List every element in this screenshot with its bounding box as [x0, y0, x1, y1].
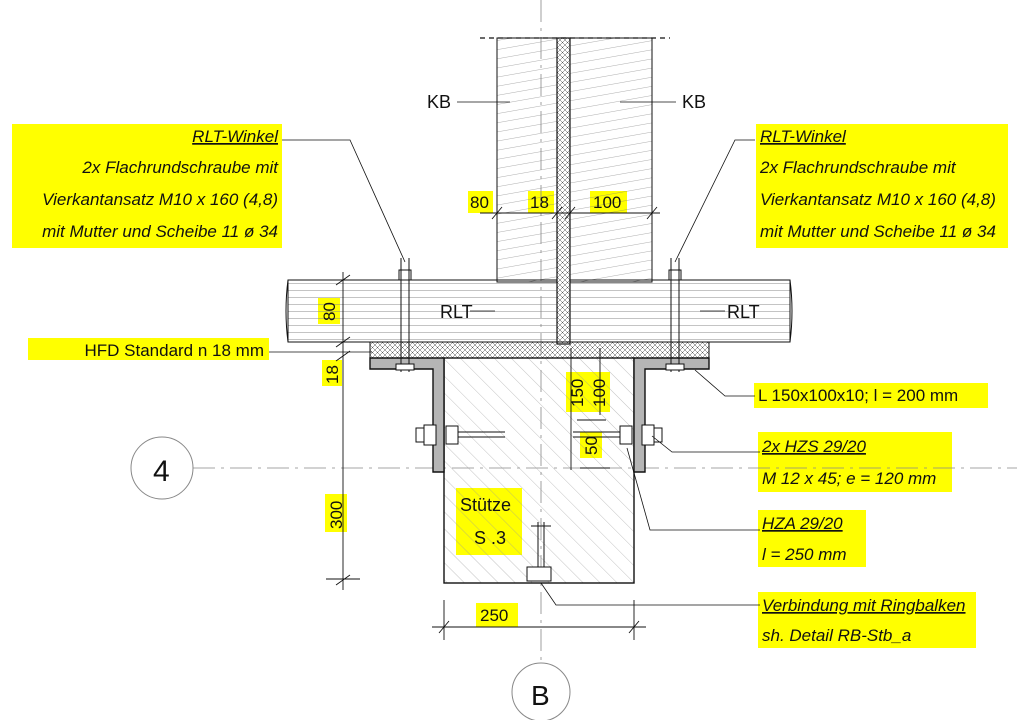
axis-label-4: 4 [153, 455, 170, 488]
dim-300: 300 [327, 501, 346, 529]
anchor-hzs-left [415, 424, 505, 446]
ringbalken-connector [526, 522, 552, 582]
callout-line: M 12 x 45; e = 120 mm [762, 469, 936, 488]
axis-label-b: B [531, 680, 550, 711]
dim-18-slab: 18 [323, 365, 342, 384]
callout-line: Vierkantansatz M10 x 160 (4,8) [760, 190, 996, 209]
anchor-hzs-right [573, 424, 663, 446]
steel-angle-left [369, 357, 445, 473]
dim-50: 50 [582, 436, 601, 455]
wall-kb [480, 37, 670, 345]
callout-hfd: HFD Standard n 18 mm [84, 341, 264, 360]
callout-line: l = 250 mm [762, 545, 847, 564]
dim-100-angle: 100 [590, 379, 609, 407]
label-rlt-right: RLT [727, 302, 760, 322]
bolt-right [665, 258, 685, 372]
column-stuetze [443, 357, 635, 584]
callout-line: Vierkantansatz M10 x 160 (4,8) [42, 190, 278, 209]
callout-line: 2x HZS 29/20 [761, 437, 866, 456]
dim-100-wall: 100 [593, 193, 621, 212]
callout-rlt-winkel-left: RLT-Winkel 2x Flachrundschraube mit Vier… [42, 127, 279, 241]
label-stuetze: Stütze [460, 495, 511, 515]
bolt-left [395, 258, 415, 372]
slab-rlt [285, 279, 793, 343]
label-stuetze-number: S .3 [474, 528, 506, 548]
axis-bubble-4 [130, 436, 194, 500]
callout-ringbalken: Verbindung mit Ringbalken sh. Detail RB-… [762, 596, 966, 645]
callout-line: RLT-Winkel [192, 127, 279, 146]
callout-line: 2x Flachrundschraube mit [759, 158, 957, 177]
label-kb-right: KB [682, 92, 706, 112]
callout-rlt-winkel-right: RLT-Winkel 2x Flachrundschraube mit Vier… [759, 127, 996, 241]
axis-bubble-b [511, 662, 571, 720]
label-rlt-left: RLT [440, 302, 473, 322]
dimension-lines [326, 206, 660, 640]
dim-250: 250 [480, 606, 508, 625]
dim-150: 150 [568, 379, 587, 407]
dim-80-slab: 80 [320, 302, 339, 321]
callout-line: Verbindung mit Ringbalken [762, 596, 966, 615]
callout-hzs: 2x HZS 29/20 M 12 x 45; e = 120 mm [761, 437, 936, 488]
steel-angle-right [633, 357, 710, 473]
dim-80-wall: 80 [470, 193, 489, 212]
callout-hza: HZA 29/20 l = 250 mm [762, 514, 847, 564]
callout-line: HZA 29/20 [762, 514, 843, 533]
leader-lines [269, 101, 760, 606]
callout-line: mit Mutter und Scheibe 11 ø 34 [760, 222, 996, 241]
callout-angle-profile: L 150x100x10; l = 200 mm [758, 386, 958, 405]
label-kb-left: KB [427, 92, 451, 112]
callout-line: RLT-Winkel [760, 127, 847, 146]
texts: KB KB RLT RLT Stütze S .3 80 18 100 80 1… [42, 92, 996, 711]
hfd-layer [369, 341, 710, 359]
callout-line: 2x Flachrundschraube mit [81, 158, 279, 177]
callout-line: mit Mutter und Scheibe 11 ø 34 [42, 222, 278, 241]
callout-line: sh. Detail RB-Stb_a [762, 626, 911, 645]
dim-18-wall: 18 [530, 193, 549, 212]
